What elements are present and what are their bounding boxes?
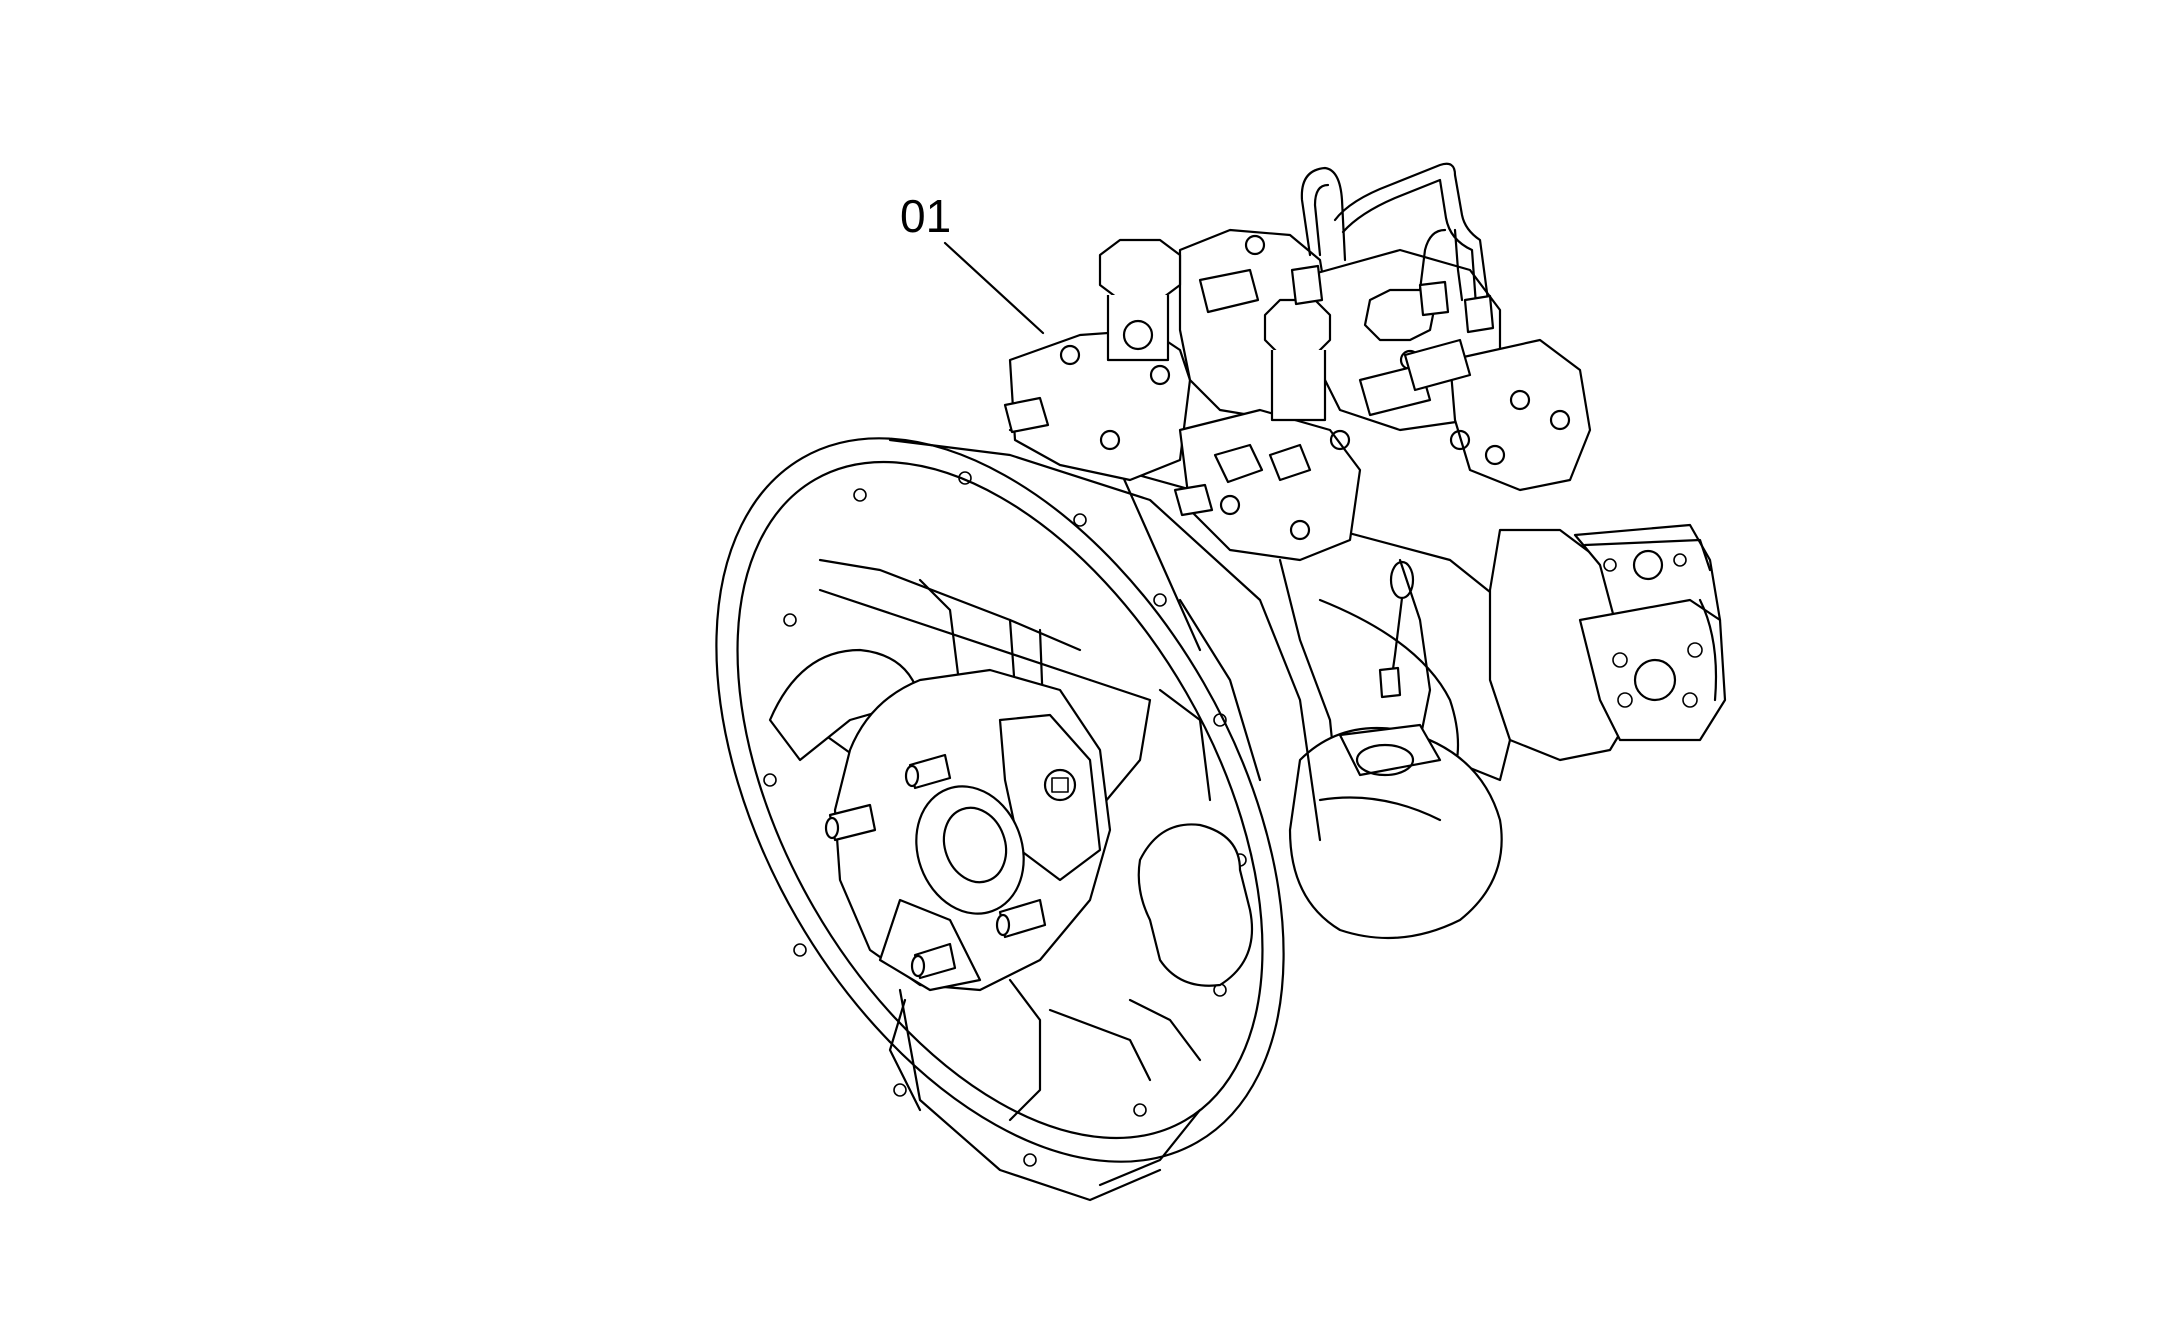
- callout-label-01: 01: [900, 190, 951, 242]
- pilot-pipes: [1290, 162, 1495, 334]
- coupling-pins: [824, 753, 1047, 980]
- drive-coupling: [824, 668, 1112, 992]
- leader-line-01: [943, 241, 1045, 335]
- hydraulic-pump-assembly: [715, 162, 1727, 1202]
- sensor-cable: [1378, 560, 1415, 699]
- auxiliary-pump: [1288, 723, 1503, 940]
- flange-bolt-holes: [763, 471, 1247, 1167]
- rear-drive-unit: [1488, 523, 1727, 762]
- callout-01[interactable]: 01: [900, 190, 1045, 335]
